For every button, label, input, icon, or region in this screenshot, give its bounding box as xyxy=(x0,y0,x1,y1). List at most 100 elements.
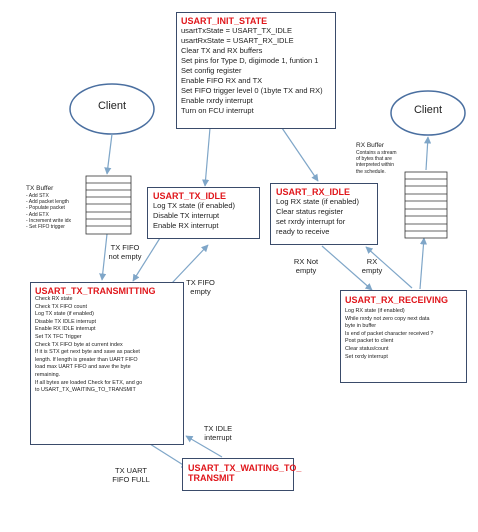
tx-buffer-item: - Populate packet xyxy=(26,205,65,212)
state-title: USART_TX_TRANSMITTING xyxy=(35,286,156,296)
state-line: ready to receive xyxy=(276,227,330,236)
state-line: Turn on FCU interrupt xyxy=(181,106,254,115)
arrow-txidle-to-transmitting xyxy=(132,237,161,282)
state-line: Log RX state (if enabled) xyxy=(276,197,359,206)
state-line: If it is STX get next byte and save as p… xyxy=(35,349,140,356)
state-usart-tx-idle: USART_TX_IDLE Log TX state (if enabled) … xyxy=(147,187,260,239)
state-line: Set config register xyxy=(181,66,242,75)
label-line: not empty xyxy=(108,252,142,261)
label-line: empty xyxy=(361,266,383,275)
state-line: usartRxState = USART_RX_IDLE xyxy=(181,36,294,45)
state-line: Check TX FIFO byte at current index xyxy=(35,341,123,348)
rx-buffer-line: of bytes that are xyxy=(356,156,392,163)
state-line: Set rxrdy interrupt xyxy=(345,353,388,360)
state-line: Clear TX and RX buffers xyxy=(181,46,263,55)
state-title: USART_INIT_STATE xyxy=(181,16,268,26)
state-line: remaining. xyxy=(35,371,61,378)
arrow-waiting-to-transmitting xyxy=(185,435,223,458)
state-line: set rxrdy interrupt for xyxy=(276,217,346,226)
label-line: RX Not xyxy=(293,257,319,266)
tx-buffer-header: TX Buffer xyxy=(26,185,54,192)
state-usart-tx-waiting-to-transmit: USART_TX_WAITING_TO_ TRANSMIT xyxy=(182,458,302,491)
tx-buffer-item: - Add STX xyxy=(26,193,49,199)
tx-buffer-stack xyxy=(85,175,132,235)
label-rx-empty: RX empty xyxy=(352,257,392,275)
state-line: Check TX FIFO count xyxy=(35,303,88,310)
state-line: length. If length is greater than UART F… xyxy=(35,356,138,363)
tx-buffer-item: - Increment write idx xyxy=(26,217,72,224)
arrow-rxreceiving-to-rxidle xyxy=(365,246,413,289)
state-line: Log TX state (if enabled) xyxy=(153,201,235,210)
rx-buffer-note: RX Buffer Contains a stream of bytes tha… xyxy=(356,142,406,175)
arrow-rxidle-to-rxreceiving xyxy=(321,245,373,291)
tx-buffer-note: TX Buffer - Add STX - Add packet length … xyxy=(26,185,86,230)
client-right-shape xyxy=(390,90,466,136)
label-line: TX UART xyxy=(115,466,147,475)
state-lines: usartTxState = USART_TX_IDLE usartRxStat… xyxy=(181,26,331,116)
label-line: empty xyxy=(190,287,211,296)
state-usart-rx-receiving: USART_RX_RECEIVING Log RX state (if enab… xyxy=(340,290,467,383)
state-line: Enable RX interrupt xyxy=(153,221,219,230)
label-line: empty xyxy=(295,266,317,275)
state-line: Enable RX IDLE interrupt xyxy=(35,326,96,333)
state-line: While rxrdy not zero copy next data xyxy=(345,315,430,322)
rx-buffer-stack xyxy=(404,171,448,239)
label-tx-fifo-empty: TX FIFO empty xyxy=(178,278,223,296)
arrow-rxbuffer-to-client xyxy=(424,136,432,171)
state-line: Disable TX IDLE interrupt xyxy=(35,318,97,325)
label-line: TX FIFO xyxy=(186,278,215,287)
state-line: Enable FIFO RX and TX xyxy=(181,76,263,85)
client-right-label: Client xyxy=(413,104,443,116)
state-title: USART_TX_IDLE xyxy=(153,191,227,201)
state-line: Post packet to client xyxy=(345,338,394,345)
label-tx-fifo-not-empty: TX FIFO not empty xyxy=(100,243,150,261)
label-line: TX IDLE xyxy=(203,424,233,433)
state-line: Disable TX interrupt xyxy=(153,211,220,220)
label-tx-uart-fifo-full: TX UART FIFO FULL xyxy=(106,466,156,484)
state-title-line1: USART_TX_WAITING_TO_ xyxy=(188,463,302,473)
label-line: RX xyxy=(366,257,378,266)
state-line: Set TX TFC Trigger xyxy=(35,333,82,340)
tx-buffer-item: - Add packet length xyxy=(26,199,69,206)
client-left-label: Client xyxy=(97,100,127,112)
state-line: Clear status/count xyxy=(345,345,389,352)
state-line: Clear status register xyxy=(276,207,344,216)
rx-buffer-line: the schedule. xyxy=(356,168,386,175)
tx-buffer-item: - Set FIFO trigger xyxy=(26,224,65,231)
state-line: byte in buffer xyxy=(345,323,377,330)
state-line: Set FIFO trigger level 0 (1byte TX and R… xyxy=(181,86,323,95)
arrow-transmitting-to-waiting xyxy=(149,443,189,469)
arrow-txbuffer-to-transmitting xyxy=(99,233,108,281)
state-line: load max UART FIFO and save the byte xyxy=(35,364,131,371)
label-rx-not-empty: RX Not empty xyxy=(286,257,326,275)
tx-buffer-item: - Add ETX xyxy=(26,211,49,218)
state-title-line2: TRANSMIT xyxy=(188,473,235,483)
state-usart-init: USART_INIT_STATE usartTxState = USART_TX… xyxy=(176,12,336,129)
state-line: Set pins for Type D, digimode 1, funtion… xyxy=(181,56,319,65)
state-title: USART_RX_RECEIVING xyxy=(345,295,449,305)
arrow-transmitting-to-txidle xyxy=(171,244,209,284)
arrow-rxreceiving-to-rxbuffer xyxy=(419,237,428,290)
rx-buffer-line: interpreted within xyxy=(356,162,395,169)
state-line: If all bytes are loaded Check for ETX, a… xyxy=(35,379,143,386)
arrow-init-to-txidle xyxy=(201,127,211,187)
state-usart-rx-idle: USART_RX_IDLE Log RX state (if enabled) … xyxy=(270,183,378,245)
arrow-client-to-txbuffer xyxy=(104,133,113,175)
state-title: USART_RX_IDLE xyxy=(276,187,351,197)
state-line: Log TX state (if enabled) xyxy=(35,311,94,318)
state-line: Is end of packet character received ? xyxy=(345,330,434,337)
label-line: interrupt xyxy=(204,433,232,442)
rx-buffer-line: Contains a stream xyxy=(356,150,397,156)
rx-buffer-header: RX Buffer xyxy=(356,142,385,149)
arrow-init-to-rxidle xyxy=(281,127,319,182)
state-usart-tx-transmitting: USART_TX_TRANSMITTING Check RX state Che… xyxy=(30,282,184,445)
label-tx-idle-interrupt: TX IDLE interrupt xyxy=(193,424,243,442)
state-line: Check RX state xyxy=(35,296,73,302)
state-line: to USART_TX_WAITING_TO_TRANSMIT xyxy=(35,387,136,394)
state-line: Log RX state (if enabled) xyxy=(345,308,405,314)
label-line: FIFO FULL xyxy=(112,475,150,484)
label-line: TX FIFO xyxy=(110,243,140,252)
state-line: usartTxState = USART_TX_IDLE xyxy=(181,26,292,35)
state-line: Enable rxrdy interrupt xyxy=(181,96,253,105)
